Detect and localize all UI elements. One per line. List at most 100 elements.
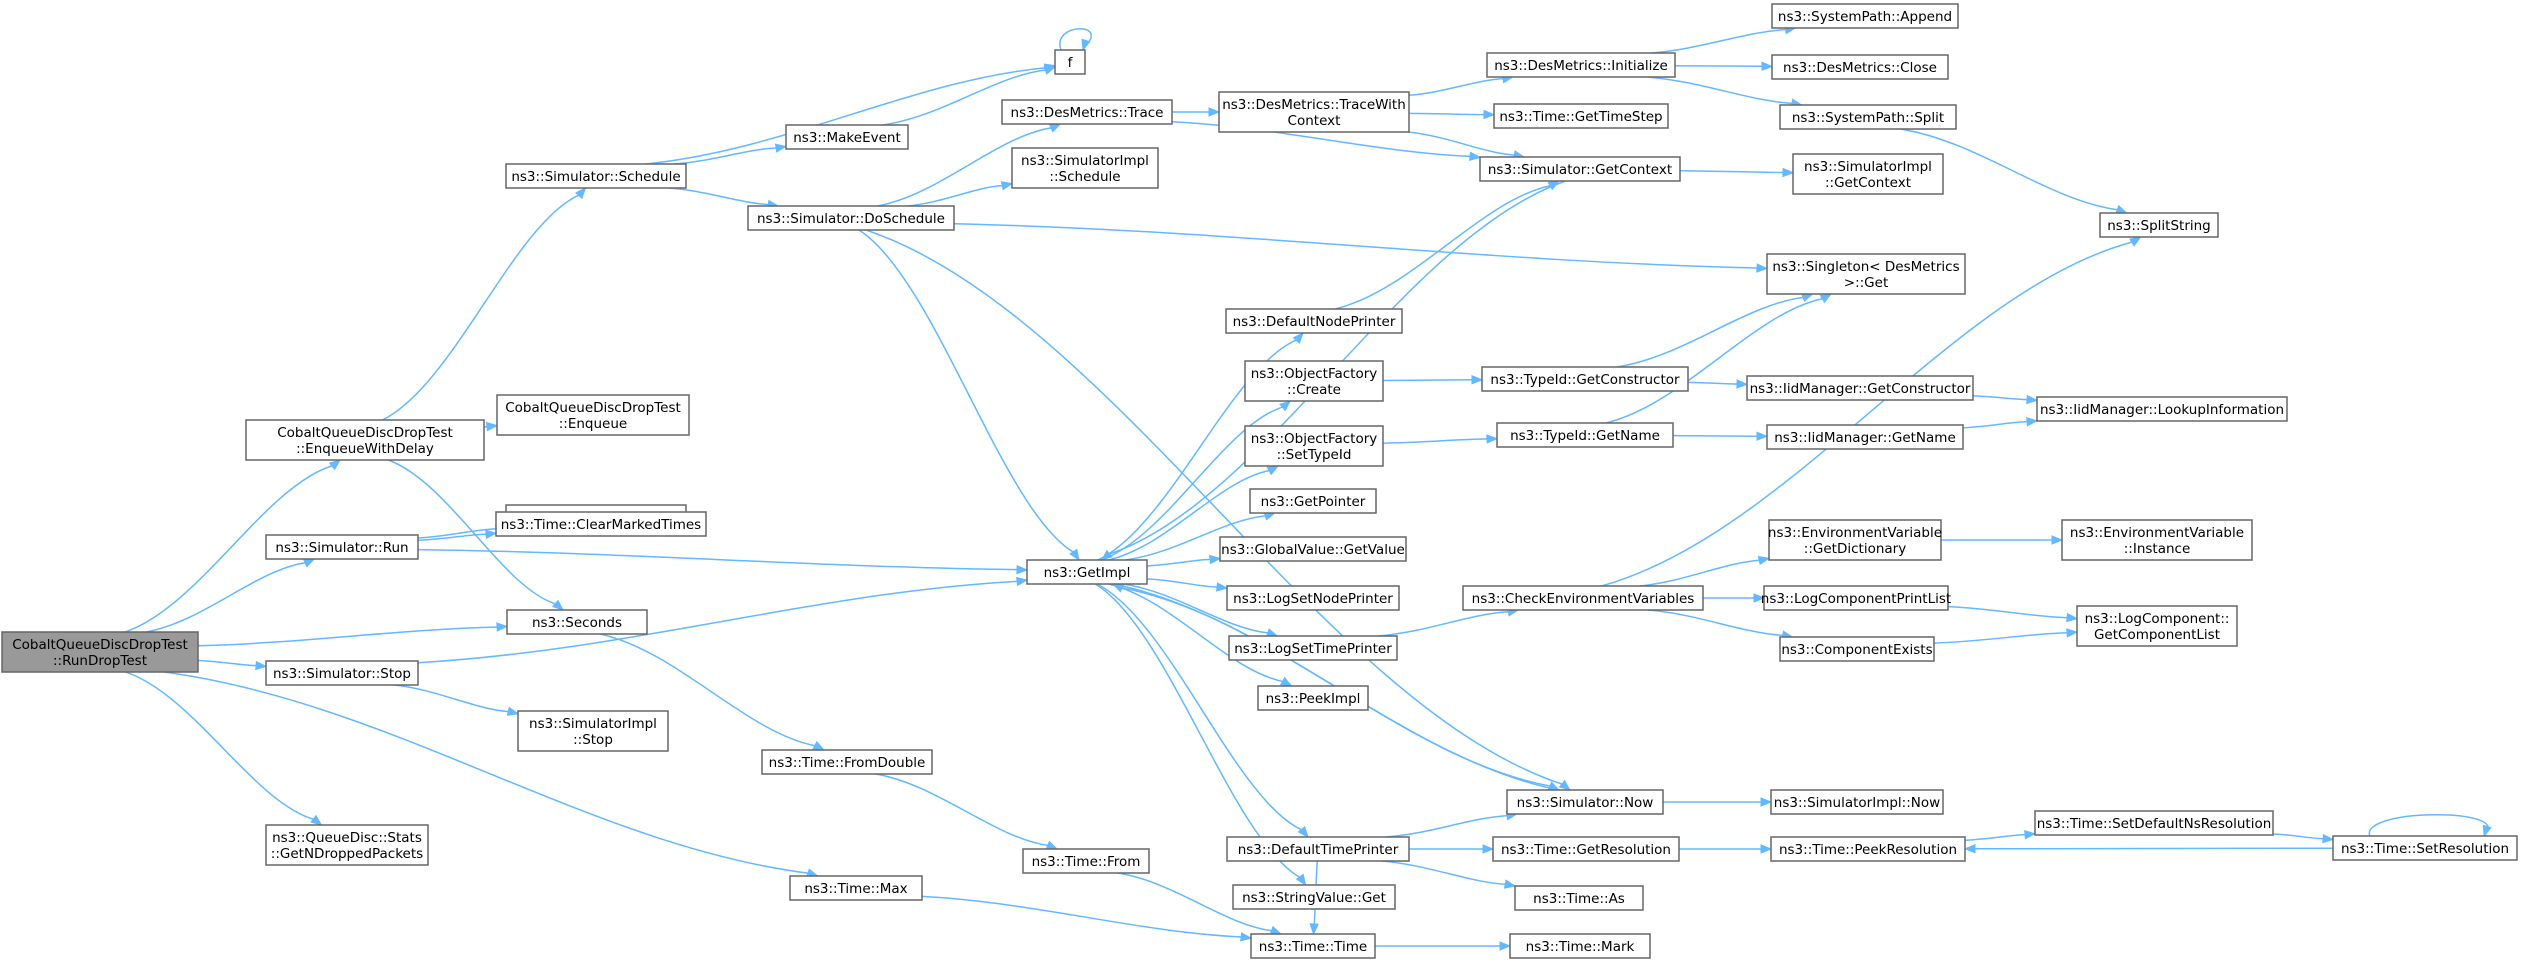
edge-dm-trace-to-get-context: [1171, 121, 1482, 161]
node-get-impl[interactable]: ns3::GetImpl: [1026, 559, 1148, 585]
node-f[interactable]: f: [1054, 49, 1086, 75]
edge-dm-trace-ctx-to-get-time-step: [1408, 109, 1496, 120]
node-label: ::GetNDroppedPackets: [271, 846, 423, 862]
edge-root-to-get-ndropped: [125, 671, 323, 826]
node-label: >::Get: [1844, 275, 1888, 291]
edges-layer: [124, 25, 2492, 951]
edge-def-time-printer-to-time-as: [1381, 860, 1517, 889]
edge-do-schedule-to-impl-schedule: [907, 181, 1014, 207]
node-peek-resolution[interactable]: ns3::Time::PeekResolution: [1770, 836, 1966, 862]
node-of-create[interactable]: ns3::ObjectFactory::Create: [1244, 360, 1384, 402]
node-def-time-printer[interactable]: ns3::DefaultTimePrinter: [1226, 836, 1410, 862]
edge-tid-get-ctor-to-singleton-get: [1616, 293, 1814, 368]
node-dm-init[interactable]: ns3::DesMetrics::Initialize: [1486, 52, 1676, 78]
node-log-set-time[interactable]: ns3::LogSetTimePrinter: [1228, 635, 1398, 661]
node-of-set-type-id[interactable]: ns3::ObjectFactory::SetTypeId: [1244, 425, 1384, 467]
node-label: ns3::QueueDisc::Stats: [272, 830, 422, 846]
node-impl-now[interactable]: ns3::SimulatorImpl::Now: [1770, 789, 1944, 815]
node-enqueue-with-delay[interactable]: CobaltQueueDiscDropTest::EnqueueWithDela…: [245, 419, 485, 461]
node-im-lookup[interactable]: ns3::IidManager::LookupInformation: [2036, 396, 2288, 422]
node-label: ns3::SimulatorImpl: [529, 716, 657, 732]
node-sv-get[interactable]: ns3::StringValue::Get: [1232, 884, 1396, 910]
node-time-ctor[interactable]: ns3::Time::Time: [1250, 933, 1376, 959]
node-label: ns3::LogComponentPrintList: [1761, 591, 1951, 607]
node-cq-enqueue[interactable]: CobaltQueueDiscDropTest::Enqueue: [496, 394, 690, 436]
node-get-time-step[interactable]: ns3::Time::GetTimeStep: [1493, 103, 1669, 129]
node-clear-marked[interactable]: ns3::Time::ClearMarkedTimes: [495, 511, 707, 537]
node-label: ns3::DesMetrics::Initialize: [1494, 58, 1668, 74]
node-label: f: [1068, 55, 1074, 71]
node-dm-close[interactable]: ns3::DesMetrics::Close: [1771, 54, 1949, 80]
node-singleton-get[interactable]: ns3::Singleton< DesMetrics >::Get: [1766, 253, 1966, 295]
edge-sim-now-to-impl-now: [1663, 797, 1773, 807]
edge-set-resolution-to-set-resolution: [2369, 814, 2492, 838]
node-get-pointer[interactable]: ns3::GetPointer: [1249, 488, 1377, 514]
node-log-comp-print[interactable]: ns3::LogComponentPrintList: [1761, 585, 1951, 611]
node-peek-impl[interactable]: ns3::PeekImpl: [1257, 685, 1369, 711]
node-label: ns3::StringValue::Get: [1242, 890, 1386, 906]
node-dm-trace[interactable]: ns3::DesMetrics::Trace: [1001, 99, 1173, 125]
edge-tid-get-ctor-to-im-get-ctor: [1687, 379, 1749, 389]
node-label: ns3::ObjectFactory: [1251, 431, 1378, 447]
node-im-get-name[interactable]: ns3::IidManager::GetName: [1766, 424, 1964, 450]
node-label: ::EnqueueWithDelay: [296, 441, 434, 457]
node-def-node-printer[interactable]: ns3::DefaultNodePrinter: [1225, 308, 1403, 334]
edge-enqueue-with-delay-to-cq-enqueue: [483, 421, 499, 432]
node-do-schedule[interactable]: ns3::Simulator::DoSchedule: [747, 205, 955, 231]
node-get-resolution[interactable]: ns3::Time::GetResolution: [1492, 836, 1680, 862]
node-label: CobaltQueueDiscDropTest: [505, 400, 681, 416]
node-label: ns3::SimulatorImpl: [1021, 153, 1149, 169]
node-check-env[interactable]: ns3::CheckEnvironmentVariables: [1462, 585, 1704, 611]
node-sim-run[interactable]: ns3::Simulator::Run: [265, 534, 419, 560]
node-impl-stop[interactable]: ns3::SimulatorImpl::Stop: [517, 710, 669, 752]
node-label: ns3::MakeEvent: [793, 130, 901, 146]
edge-set-resolution-to-peek-resolution: [1963, 844, 2334, 854]
node-get-ndropped[interactable]: ns3::QueueDisc::Stats::GetNDroppedPacket…: [265, 824, 429, 866]
node-label: ns3::IidManager::GetName: [1774, 430, 1956, 446]
node-label: ns3::Time::As: [1533, 891, 1625, 907]
edge-make-event-to-f: [882, 65, 1057, 126]
node-log-set-node[interactable]: ns3::LogSetNodePrinter: [1226, 585, 1400, 611]
node-seconds[interactable]: ns3::Seconds: [506, 609, 648, 635]
node-label: ns3::EnvironmentVariable: [1768, 525, 1942, 541]
node-gv-get-value[interactable]: ns3::GlobalValue::GetValue: [1219, 536, 1407, 562]
node-sim-schedule[interactable]: ns3::Simulator::Schedule: [505, 163, 687, 189]
node-label: ns3::LogSetNodePrinter: [1233, 591, 1393, 607]
node-sp-append[interactable]: ns3::SystemPath::Append: [1771, 3, 1959, 29]
node-impl-get-context[interactable]: ns3::SimulatorImpl::GetContext: [1792, 153, 1944, 195]
edge-dm-init-to-sp-append: [1650, 25, 1797, 54]
node-time-max[interactable]: ns3::Time::Max: [789, 875, 923, 901]
node-label: ns3::Time::FromDouble: [769, 755, 926, 771]
node-from-double[interactable]: ns3::Time::FromDouble: [761, 749, 933, 775]
node-sim-now[interactable]: ns3::Simulator::Now: [1506, 789, 1664, 815]
node-tid-get-name[interactable]: ns3::TypeId::GetName: [1496, 422, 1674, 448]
node-impl-schedule[interactable]: ns3::SimulatorImpl::Schedule: [1011, 147, 1159, 189]
node-label: ns3::Time::ClearMarkedTimes: [501, 517, 701, 533]
node-time-mark[interactable]: ns3::Time::Mark: [1509, 933, 1651, 959]
node-sp-split[interactable]: ns3::SystemPath::Split: [1779, 104, 1957, 130]
edge-im-get-name-to-im-lookup: [1962, 417, 2039, 429]
node-set-default-ns[interactable]: ns3::Time::SetDefaultNsResolution: [2034, 810, 2274, 836]
edge-get-impl-to-log-set-node: [1146, 578, 1229, 592]
node-time-from[interactable]: ns3::Time::From: [1022, 848, 1150, 874]
edge-dm-init-to-sp-split: [1647, 76, 1804, 108]
node-im-get-ctor[interactable]: ns3::IidManager::GetConstructor: [1746, 375, 1974, 401]
node-label: ns3::SimulatorImpl: [1804, 159, 1932, 175]
node-tid-get-ctor[interactable]: ns3::TypeId::GetConstructor: [1481, 366, 1689, 392]
node-label: ns3::SimulatorImpl::Now: [1774, 795, 1940, 811]
node-get-context[interactable]: ns3::Simulator::GetContext: [1479, 156, 1681, 182]
edge-def-node-printer-to-get-context: [1334, 180, 1561, 310]
node-make-event[interactable]: ns3::MakeEvent: [785, 124, 909, 150]
node-label: ns3::GlobalValue::GetValue: [1221, 542, 1405, 558]
node-label: ::SetTypeId: [1277, 447, 1352, 463]
node-time-as[interactable]: ns3::Time::As: [1514, 885, 1644, 911]
node-lc-get-list[interactable]: ns3::LogComponent::GetComponentList: [2076, 605, 2238, 647]
node-comp-exists[interactable]: ns3::ComponentExists: [1779, 636, 1935, 662]
node-set-resolution[interactable]: ns3::Time::SetResolution: [2332, 835, 2518, 861]
node-ev-get-dict[interactable]: ns3::EnvironmentVariable::GetDictionary: [1768, 519, 1942, 561]
node-ev-instance[interactable]: ns3::EnvironmentVariable::Instance: [2061, 519, 2253, 561]
node-split-string[interactable]: ns3::SplitString: [2099, 212, 2219, 238]
node-sim-stop[interactable]: ns3::Simulator::Stop: [265, 660, 419, 686]
